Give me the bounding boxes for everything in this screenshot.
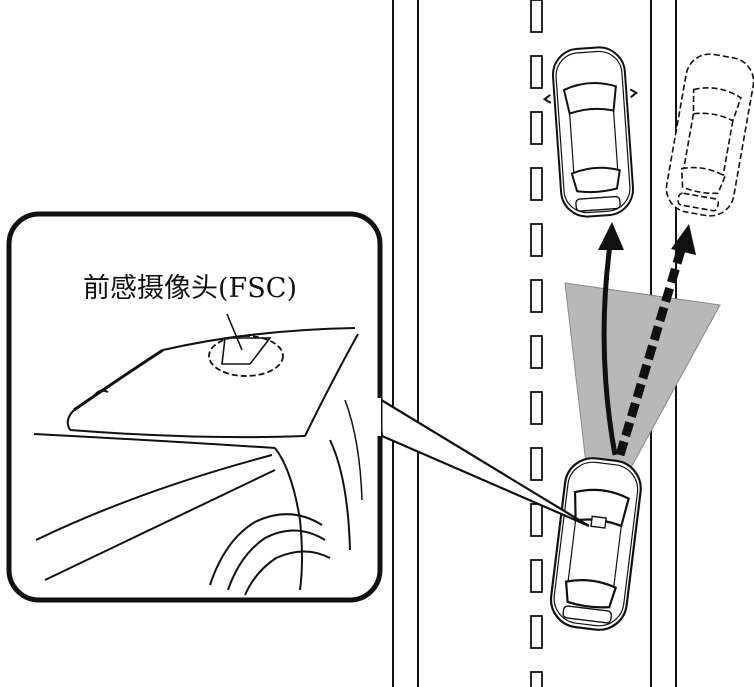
lane-dash (530, 671, 543, 687)
lane-dash (530, 391, 543, 425)
lane-center-dashes (530, 0, 543, 687)
car-ahead-solid (542, 46, 639, 218)
lane-dash (530, 335, 543, 369)
label-leader-line (226, 313, 243, 351)
lane-dash (530, 447, 543, 481)
lane-dash (530, 0, 543, 33)
windshield-camera (590, 515, 607, 529)
car-front-closeup (33, 313, 363, 596)
direction-arrow (598, 222, 624, 456)
lane-dash (530, 223, 543, 257)
lane-dash (530, 55, 543, 89)
lane-dash (530, 615, 543, 649)
lane-dash (530, 167, 543, 201)
own-car-top-view (549, 457, 642, 631)
car-future-position-dashed (665, 53, 754, 217)
lane-dash (530, 279, 543, 313)
camera-location-dashed-oval (208, 335, 284, 377)
lane-dash (530, 559, 543, 593)
camera-label: 前感摄像头(FSC) (83, 273, 297, 304)
dashed-direction-arrow (615, 224, 696, 457)
lane-dash (530, 111, 543, 145)
callout-pointer (376, 395, 590, 528)
lane-dash (530, 503, 543, 537)
